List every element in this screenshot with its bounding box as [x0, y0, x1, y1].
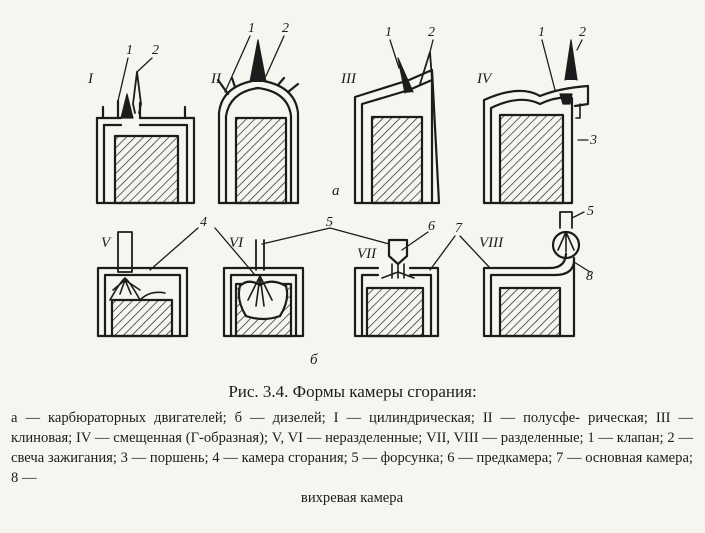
chamber-VI [222, 239, 305, 338]
callout-7: 7 [455, 221, 463, 236]
callout-1-IV: 1 [538, 25, 545, 40]
figure-legend: а — карбюраторных двигателей; б — дизеле… [11, 408, 693, 508]
label-roman-VI: VI [229, 235, 244, 251]
chamber-I-cylindrical [95, 71, 196, 205]
callout-6: 6 [428, 219, 435, 234]
chamber-IV-offset [482, 39, 590, 205]
piston-II [234, 116, 288, 205]
piston-IV [498, 113, 565, 205]
callout-4: 4 [200, 215, 207, 230]
group-label-b: б [310, 352, 318, 368]
chamber-VII [353, 238, 440, 338]
legend-line: а — карбюраторных двигателей; б — дизеле… [11, 410, 581, 426]
callout-2-I: 2 [152, 43, 159, 58]
callout-1-III: 1 [385, 25, 392, 40]
group-label-a: а [332, 183, 340, 199]
label-roman-III: III [340, 71, 357, 87]
spark-plug-II [249, 39, 267, 83]
callout-2-II: 2 [282, 21, 289, 36]
label-roman-II: II [210, 71, 222, 87]
legend-line: камера сгорания; 5 — форсунка; 6 — предк… [11, 450, 693, 486]
label-roman-VII: VII [357, 246, 377, 262]
chamber-V [96, 231, 189, 338]
callout-3: 3 [589, 133, 597, 148]
callout-1-II: 1 [248, 21, 255, 36]
callout-1-I: 1 [126, 43, 133, 58]
label-roman-IV: IV [476, 71, 493, 87]
legend-line: рическая; III — клиновая; IV — смещенная… [11, 410, 693, 446]
callout-8: 8 [586, 269, 593, 284]
spark-plug-IV [564, 39, 578, 81]
label-roman-V: V [101, 235, 112, 251]
piston-III [370, 115, 424, 205]
callout-2-III: 2 [428, 25, 435, 40]
piston-I [113, 134, 180, 205]
chamber-VIII [482, 211, 581, 338]
legend-line: VII, VIII — разделенные; 1 — клапан; 2 —… [11, 430, 693, 466]
combustion-chamber-figure: I II III IV V VI VII VIII 1 2 1 2 1 2 1 … [87, 21, 597, 368]
leader-lines [117, 35, 591, 276]
callout-5-VI: 5 [326, 215, 333, 230]
chamber-III-wedge [353, 51, 441, 205]
callout-2-IV: 2 [579, 25, 586, 40]
piston-V [110, 298, 174, 338]
callout-5-VIII: 5 [587, 204, 594, 219]
legend-line: вихревая камера [300, 490, 404, 506]
piston-VII [365, 286, 425, 338]
label-roman-I: I [87, 71, 94, 87]
valve-I [120, 93, 134, 119]
spark-plug-I [132, 71, 142, 114]
chamber-II-hemispherical [216, 39, 300, 205]
piston-VIII [498, 286, 562, 338]
figure-caption-title: Рис. 3.4. Формы камеры сгорания: [228, 382, 477, 401]
label-roman-VIII: VIII [479, 235, 504, 251]
